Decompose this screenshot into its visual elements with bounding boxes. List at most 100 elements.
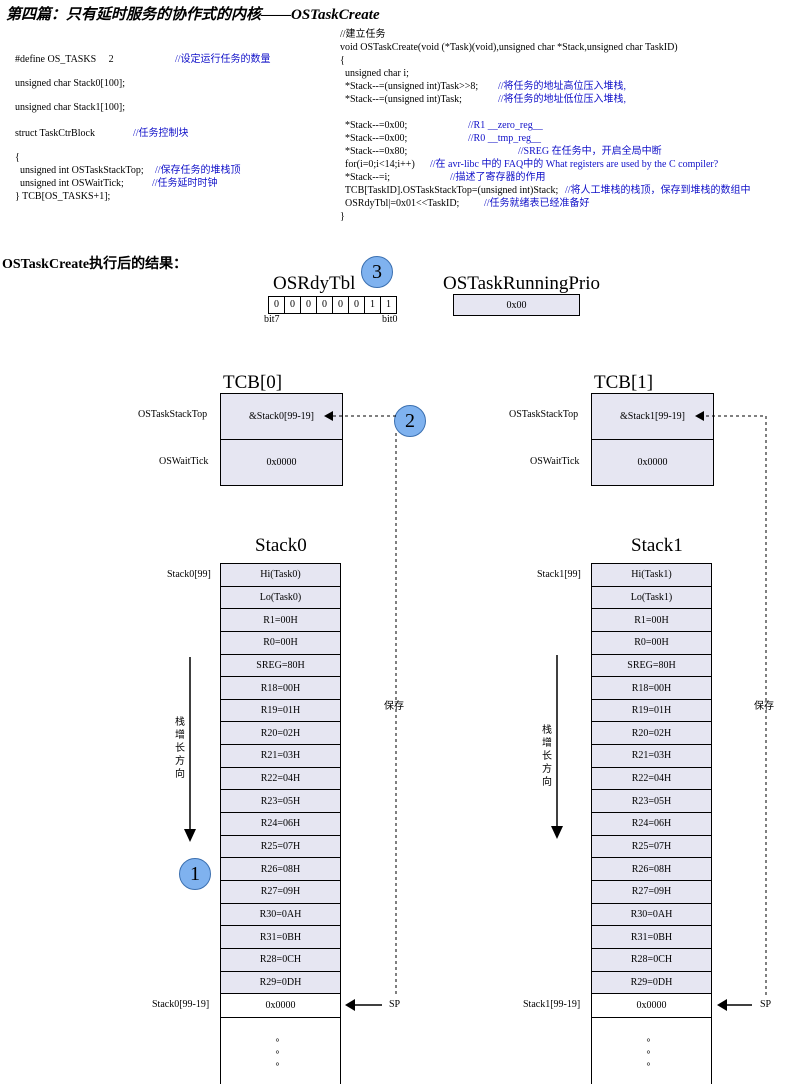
rdytbl-bit: 1 — [386, 299, 391, 310]
stack0-growth-label: 栈增长方向 — [175, 717, 185, 780]
stack1-growth-label: 栈增长方向 — [542, 725, 552, 788]
code-comment: //描述了寄存器的作用 — [450, 172, 546, 183]
stack0-sp-label: Stack0[99-19] — [152, 999, 210, 1010]
code-text: *Stack--=i; — [340, 172, 391, 183]
save-connector-0-arrowhead — [324, 411, 333, 421]
code-text: unsigned char i; — [340, 68, 409, 79]
code-text: //建立任务 — [340, 29, 386, 40]
stack-cell: R30=0AH — [592, 904, 711, 927]
code-comment: //任务控制块 — [133, 128, 189, 139]
rdytbl-bit: 0 — [301, 297, 317, 313]
stack-cell: R30=0AH — [221, 904, 340, 927]
ellipsis-dot: 。 — [275, 1057, 286, 1069]
ellipsis-dot: 。 — [275, 1033, 286, 1045]
ellipsis-dot: 。 — [646, 1033, 657, 1045]
stack-sp-cell: 0x0000 — [221, 994, 340, 1019]
stack-cell: R31=0BH — [221, 926, 340, 949]
code-line: *Stack--=(unsigned int)Task>>8; //将任务的地址高… — [340, 80, 678, 93]
sp-label-0: SP — [389, 999, 401, 1010]
stack-cell: R26=08H — [221, 858, 340, 881]
stack1-sp-label: Stack1[99-19] — [523, 999, 581, 1010]
tcb1-box: &Stack1[99-19] 0x0000 — [591, 393, 714, 486]
rdytbl-bit: 0 — [317, 297, 333, 313]
tcb0-stacktop-value: &Stack0[99-19] — [221, 394, 342, 440]
stack-cell: R0=00H — [221, 632, 340, 655]
code-line: } TCB[OS_TASKS+1]; — [15, 190, 144, 203]
stack-cell: R20=02H — [221, 722, 340, 746]
tcb1-stacktop-value: &Stack1[99-19] — [592, 394, 713, 440]
marker-1: 1 — [179, 858, 211, 890]
tcb0-waittick-label: OSWaitTick — [159, 456, 209, 467]
stack1-title: Stack1 — [631, 535, 683, 556]
rdytbl-bit: 0 — [285, 297, 301, 313]
code-comment: //在 avr-libc 中的 FAQ中的 What registers are… — [430, 159, 719, 170]
tcb1-title: TCB[1] — [594, 372, 654, 393]
code-line: //建立任务 — [340, 28, 678, 41]
stack-cell: R29=0DH — [592, 972, 711, 995]
code-comment: //任务延时时钟 — [152, 178, 218, 189]
marker-2: 2 — [394, 405, 426, 437]
stack-cell: R25=07H — [221, 836, 340, 859]
code-text: void OSTaskCreate(void (*Task)(void),uns… — [340, 42, 678, 53]
stack0-title: Stack0 — [255, 535, 307, 556]
code-comment: //任务就绪表已经准备好 — [484, 198, 590, 209]
code-text: for(i=0;i<14;i++) — [340, 159, 415, 170]
code-line: *Stack--=i; //描述了寄存器的作用 — [340, 171, 678, 184]
stack-cell: R18=00H — [592, 677, 711, 700]
ellipsis-dot: 。 — [646, 1045, 657, 1057]
running-prio-value: 0x00 — [453, 294, 580, 316]
code-line: *Stack--=0x00; //R1 __zero_reg__ — [340, 119, 678, 132]
ellipsis-dot: 。 — [646, 1057, 657, 1069]
code-line: unsigned int OSTaskStackTop;//保存任务的堆栈顶 — [15, 164, 241, 177]
stack-cell: R19=01H — [221, 700, 340, 723]
stack-cell: R24=06H — [592, 813, 711, 836]
code-text: *Stack--=0x00; — [340, 120, 408, 131]
stack-cell: R19=01H — [592, 700, 711, 723]
code-comment: //将任务的地址高位压入堆栈, — [498, 81, 627, 92]
tcb1-waittick-label: OSWaitTick — [530, 456, 580, 467]
tcb0-waittick-value: 0x0000 — [266, 457, 297, 468]
code-line: { — [15, 151, 144, 164]
stack0-top-label: Stack0[99] — [167, 569, 211, 580]
code-text: } TCB[OS_TASKS+1]; — [15, 191, 111, 202]
stack-cell: R24=06H — [221, 813, 340, 836]
code-comment: //R1 __zero_reg__ — [468, 120, 543, 131]
stack-cell: R1=00H — [592, 609, 711, 632]
code-text: struct TaskCtrBlock — [15, 128, 95, 139]
save-label-0: 保存 — [384, 697, 404, 712]
stack-cell: R23=05H — [592, 790, 711, 814]
code-text: unsigned char Stack0[100]; — [15, 78, 125, 89]
save-connector-1 — [700, 415, 767, 995]
rdytbl-bit: 0 — [349, 297, 365, 313]
rdytbl-bit: 0 — [333, 297, 349, 313]
code-comment: //保存任务的堆栈顶 — [155, 165, 241, 176]
stack-cell: R27=09H — [592, 881, 711, 904]
stack-cell: R21=03H — [221, 745, 340, 768]
stack-cell: R21=03H — [592, 745, 711, 768]
code-comment: //将任务的地址低位压入堆栈, — [498, 94, 627, 105]
code-text: TCB[TaskID].OSTaskStackTop=(unsigned int… — [340, 185, 559, 196]
code-text: *Stack--=(unsigned int)Task; — [340, 94, 462, 105]
code-line: *Stack--=0x00;//R0 __tmp_reg__ — [340, 132, 678, 145]
save-label-1: 保存 — [754, 697, 774, 712]
code-comment: //SREG 在任务中，开启全局中断 — [518, 146, 662, 157]
stack-cell: R27=09H — [221, 881, 340, 904]
code-line: *Stack--=(unsigned int)Task; //将任务的地址低位压入… — [340, 93, 678, 106]
code-text: unsigned int OSWaitTick; — [15, 178, 124, 189]
sp-arrowhead-1 — [717, 999, 727, 1011]
stack-cell: Lo(Task1) — [592, 587, 711, 610]
code-text: *Stack--=0x80; — [340, 146, 408, 157]
code-line: } — [340, 210, 678, 223]
code-text: OSRdyTbl|=0x01<<TaskID; — [340, 198, 460, 209]
code-text: *Stack--=(unsigned int)Task>>8; — [340, 81, 479, 92]
ellipsis-dot: 。 — [275, 1045, 286, 1057]
tcb1-stacktop-label: OSTaskStackTop — [509, 409, 579, 420]
stack-remaining: 。。。 — [221, 1018, 340, 1085]
stack-cell: R25=07H — [592, 836, 711, 859]
code-line: struct TaskCtrBlock //任务控制块 — [15, 127, 189, 151]
code-text: *Stack--=0x00; — [340, 133, 408, 144]
stack-cell: R26=08H — [592, 858, 711, 881]
